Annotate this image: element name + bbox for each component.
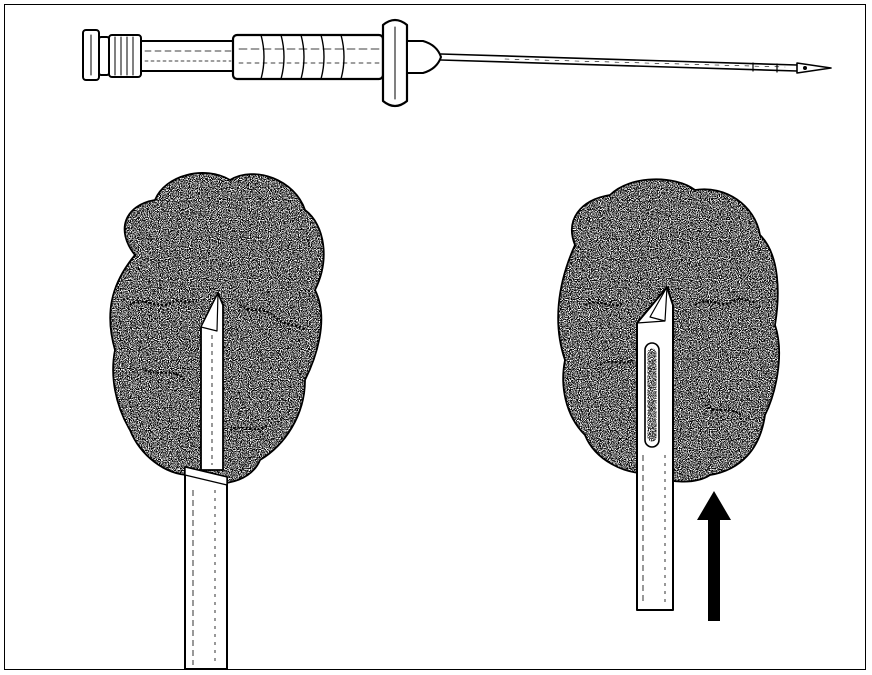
stylet-left [201, 293, 223, 470]
needle-hub [407, 41, 441, 73]
biopsy-device [83, 20, 831, 106]
up-arrow-icon [697, 491, 731, 621]
plunger-shaft [141, 41, 233, 71]
cannula-left [185, 467, 227, 669]
plunger-collar [109, 35, 141, 77]
illustration [5, 5, 865, 669]
figure-frame [4, 4, 866, 670]
needle-tip [797, 63, 831, 73]
panel-needle-advanced [545, 165, 795, 621]
notched-needle-right [637, 287, 673, 610]
syringe-barrel [233, 35, 383, 79]
needle-top-edge [441, 54, 797, 65]
panel-needle-in-lesion [95, 155, 345, 669]
needle-bottom-edge [441, 60, 797, 71]
